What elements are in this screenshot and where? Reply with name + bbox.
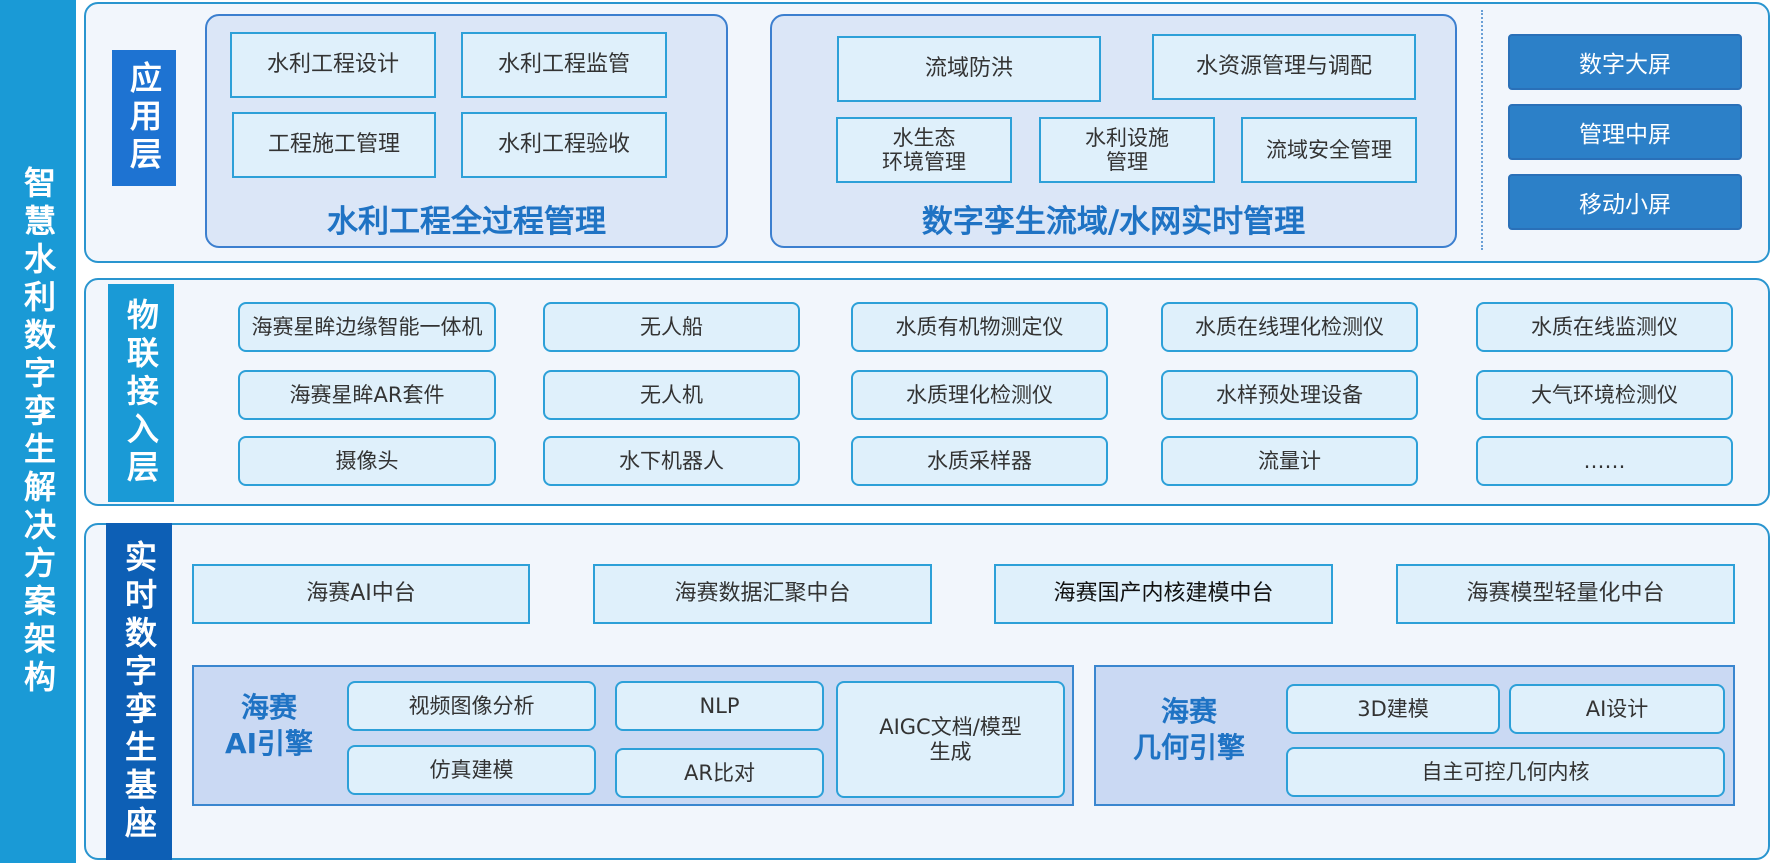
screen-medium: 管理中屏 [1508,104,1742,160]
iot-layer-label: 物联接入层 [108,284,174,502]
app-item-safety: 流域安全管理 [1241,117,1417,183]
application-layer-label: 应用层 [112,50,176,186]
ai-engine-title: 海赛 AI引擎 [224,691,314,761]
main-title-bar: 智慧水利数字孪生解决方案架构 [0,0,76,863]
geometry-engine-title: 海赛 几何引擎 [1132,695,1245,765]
app-item-ecology: 水生态 环境管理 [836,117,1012,183]
platform-ai: 海赛AI中台 [192,564,530,624]
device-physchem-analyzer: 水质理化检测仪 [851,370,1108,420]
ai-item-video-analysis: 视频图像分析 [347,681,596,731]
screen-mobile: 移动小屏 [1508,174,1742,230]
screens-divider [1481,10,1483,250]
geo-item-3d-modeling: 3D建模 [1286,684,1500,734]
device-ar-kit: 海赛星眸AR套件 [238,370,496,420]
device-online-physchem: 水质在线理化检测仪 [1161,302,1418,352]
app-item-design: 水利工程设计 [230,32,436,98]
device-drone: 无人机 [543,370,800,420]
device-organic-analyzer: 水质有机物测定仪 [851,302,1108,352]
app-item-supervision: 水利工程监管 [461,32,667,98]
device-online-monitor: 水质在线监测仪 [1476,302,1733,352]
app-item-water-resources: 水资源管理与调配 [1152,34,1416,100]
platform-modeling: 海赛国产内核建模中台 [994,564,1333,624]
device-camera: 摄像头 [238,436,496,486]
geo-item-kernel: 自主可控几何内核 [1286,747,1725,797]
device-sample-pretreatment: 水样预处理设备 [1161,370,1418,420]
device-unmanned-boat: 无人船 [543,302,800,352]
engineering-management-title: 水利工程全过程管理 [327,204,606,240]
app-item-acceptance: 水利工程验收 [461,112,667,178]
platform-data: 海赛数据汇聚中台 [593,564,932,624]
platform-lightweight: 海赛模型轻量化中台 [1396,564,1735,624]
device-edge-ai: 海赛星眸边缘智能一体机 [238,302,496,352]
ai-item-aigc: AIGC文档/模型 生成 [836,681,1065,798]
screen-large: 数字大屏 [1508,34,1742,90]
device-more: …… [1476,436,1733,486]
device-water-sampler: 水质采样器 [851,436,1108,486]
device-air-monitor: 大气环境检测仪 [1476,370,1733,420]
basin-management-title: 数字孪生流域/水网实时管理 [921,204,1306,240]
device-flow-meter: 流量计 [1161,436,1418,486]
ai-item-nlp: NLP [615,681,824,731]
ai-item-simulation: 仿真建模 [347,745,596,795]
ai-item-ar-compare: AR比对 [615,748,824,798]
device-underwater-robot: 水下机器人 [543,436,800,486]
app-item-construction: 工程施工管理 [232,112,436,178]
app-item-facilities: 水利设施 管理 [1039,117,1215,183]
geo-item-ai-design: AI设计 [1509,684,1725,734]
base-layer-label: 实时数字孪生基座 [106,523,172,860]
app-item-flood-control: 流域防洪 [837,36,1101,102]
